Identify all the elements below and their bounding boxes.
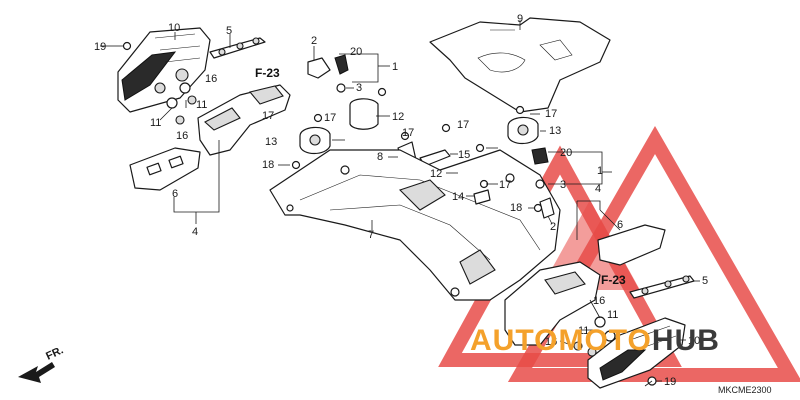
callout-20: 20 bbox=[560, 147, 572, 159]
ref-label-f23-right: F-23 bbox=[601, 273, 626, 287]
callout-18: 18 bbox=[262, 159, 274, 171]
callout-20: 20 bbox=[350, 46, 362, 58]
callout-10: 10 bbox=[168, 22, 180, 34]
ref-label-f23-left: F-23 bbox=[255, 66, 280, 80]
sensor-parts-top bbox=[307, 54, 349, 93]
callout-11: 11 bbox=[150, 117, 161, 129]
part-9-mat bbox=[429, 17, 611, 113]
callout-6: 6 bbox=[172, 188, 178, 200]
callout-17: 17 bbox=[262, 110, 274, 122]
callout-11: 11 bbox=[196, 99, 207, 111]
small-parts-right bbox=[573, 316, 616, 357]
front-label: FR. bbox=[44, 344, 65, 362]
callout-16: 16 bbox=[176, 130, 188, 142]
part-6-gasket-right bbox=[597, 224, 666, 266]
callout-7: 7 bbox=[368, 229, 374, 241]
bolt-19-right bbox=[644, 376, 657, 387]
bolt-19-left bbox=[110, 41, 132, 51]
part-7-main-frame bbox=[269, 149, 561, 301]
callout-1: 1 bbox=[597, 165, 603, 177]
callout-11: 11 bbox=[578, 325, 589, 337]
diagram-code: MKCME2300 bbox=[718, 385, 772, 395]
part-5-rail-left bbox=[209, 37, 266, 59]
mount-parts bbox=[299, 116, 539, 155]
callout-17: 17 bbox=[545, 108, 557, 120]
watermark-text: AUTOMOTOHUB bbox=[470, 324, 720, 357]
callout-2: 2 bbox=[311, 35, 317, 47]
part-6-gasket-left bbox=[129, 147, 201, 191]
callout-13: 13 bbox=[549, 125, 561, 137]
callout-12: 12 bbox=[430, 168, 442, 180]
callout-17: 17 bbox=[457, 119, 469, 131]
callout-17: 17 bbox=[402, 127, 414, 139]
part-10-cover-left bbox=[117, 27, 211, 113]
small-parts-left bbox=[166, 82, 197, 125]
callout-8: 8 bbox=[377, 151, 383, 163]
callout-11: 11 bbox=[607, 309, 618, 321]
part-4-duct-left bbox=[197, 84, 291, 156]
callout-6: 6 bbox=[617, 219, 623, 231]
callout-2: 2 bbox=[550, 221, 556, 233]
callout-19: 19 bbox=[94, 41, 106, 53]
callout-14: 14 bbox=[452, 191, 464, 203]
callout-3: 3 bbox=[560, 179, 566, 191]
leader-lines bbox=[100, 20, 700, 382]
callout-4: 4 bbox=[595, 183, 601, 195]
callout-16: 16 bbox=[545, 336, 557, 348]
callout-15: 15 bbox=[458, 149, 470, 161]
callout-4: 4 bbox=[192, 226, 198, 238]
callout-18: 18 bbox=[510, 202, 522, 214]
part-5-rail-right bbox=[629, 275, 695, 299]
callout-5: 5 bbox=[702, 275, 708, 287]
callout-3: 3 bbox=[356, 82, 362, 94]
callout-9: 9 bbox=[517, 13, 523, 25]
front-arrow bbox=[18, 362, 55, 383]
callout-12: 12 bbox=[392, 111, 404, 123]
callout-10: 10 bbox=[688, 335, 700, 347]
callout-17: 17 bbox=[324, 112, 336, 124]
part-10-cover-right bbox=[587, 317, 686, 389]
bolts-17-18 bbox=[291, 87, 543, 213]
part-4-duct-right bbox=[504, 261, 601, 346]
small-parts-center bbox=[473, 147, 555, 219]
callout-16: 16 bbox=[205, 73, 217, 85]
callout-16: 16 bbox=[593, 295, 605, 307]
callout-5: 5 bbox=[226, 25, 232, 37]
callout-1: 1 bbox=[392, 61, 398, 73]
callout-19: 19 bbox=[664, 376, 676, 388]
callout-13: 13 bbox=[265, 136, 277, 148]
callout-17: 17 bbox=[499, 179, 511, 191]
